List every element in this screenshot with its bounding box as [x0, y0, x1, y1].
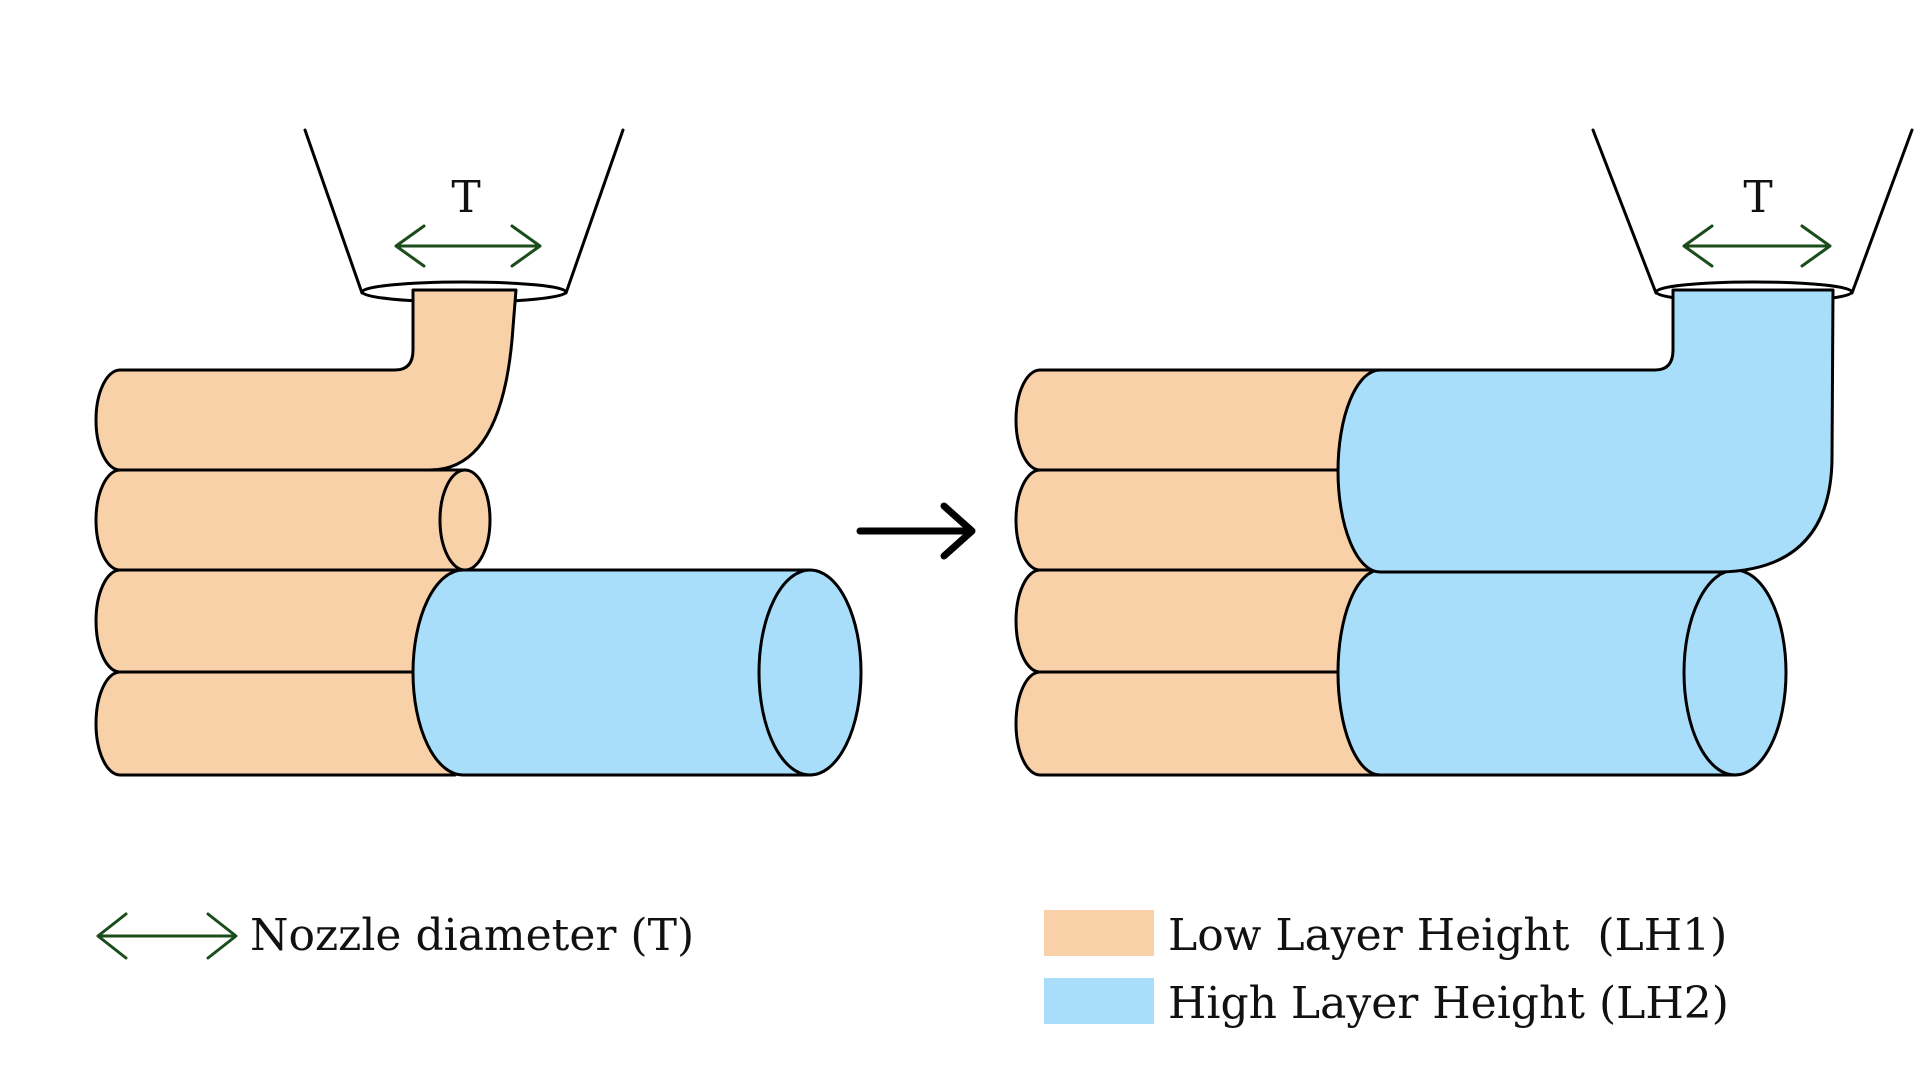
- right-low-layer-row-3: [1014, 568, 1382, 674]
- legend-low-swatch: [1044, 910, 1154, 956]
- right-low-layer-row-2: [1014, 468, 1382, 572]
- right-illustration: T: [1014, 128, 1914, 777]
- legend-high-swatch: [1044, 978, 1154, 1024]
- right-low-layer-row-4: [1014, 670, 1382, 777]
- left-high-layer-tube: [411, 568, 863, 777]
- legend-low-label: Low Layer Height (LH1): [1168, 910, 1727, 961]
- left-low-layer-row-3: [94, 568, 457, 674]
- right-high-layer-tube-lower: [1336, 568, 1788, 777]
- left-low-layer-row-4: [94, 670, 457, 777]
- right-high-layer-tube-upper: [1336, 288, 1835, 574]
- left-low-layer-row-2: [94, 468, 492, 572]
- left-low-layer-row-1: [94, 288, 518, 472]
- left-t-label: T: [451, 172, 480, 223]
- left-illustration: T: [94, 128, 863, 777]
- right-low-layer-row-1: [1014, 368, 1382, 472]
- left-nozzle-diameter-indicator: T: [394, 172, 542, 268]
- legend-nozzle-label: Nozzle diameter (T): [250, 910, 694, 961]
- legend-high: High Layer Height (LH2): [1044, 978, 1729, 1029]
- legend-high-label: High Layer Height (LH2): [1168, 978, 1729, 1029]
- legend: Nozzle diameter (T) Low Layer Height (LH…: [96, 910, 1729, 1029]
- transition-arrow: [856, 502, 976, 560]
- right-nozzle-diameter-indicator: T: [1682, 172, 1832, 268]
- legend-nozzle: Nozzle diameter (T): [96, 910, 694, 961]
- right-t-label: T: [1743, 172, 1772, 223]
- legend-low: Low Layer Height (LH1): [1044, 910, 1727, 961]
